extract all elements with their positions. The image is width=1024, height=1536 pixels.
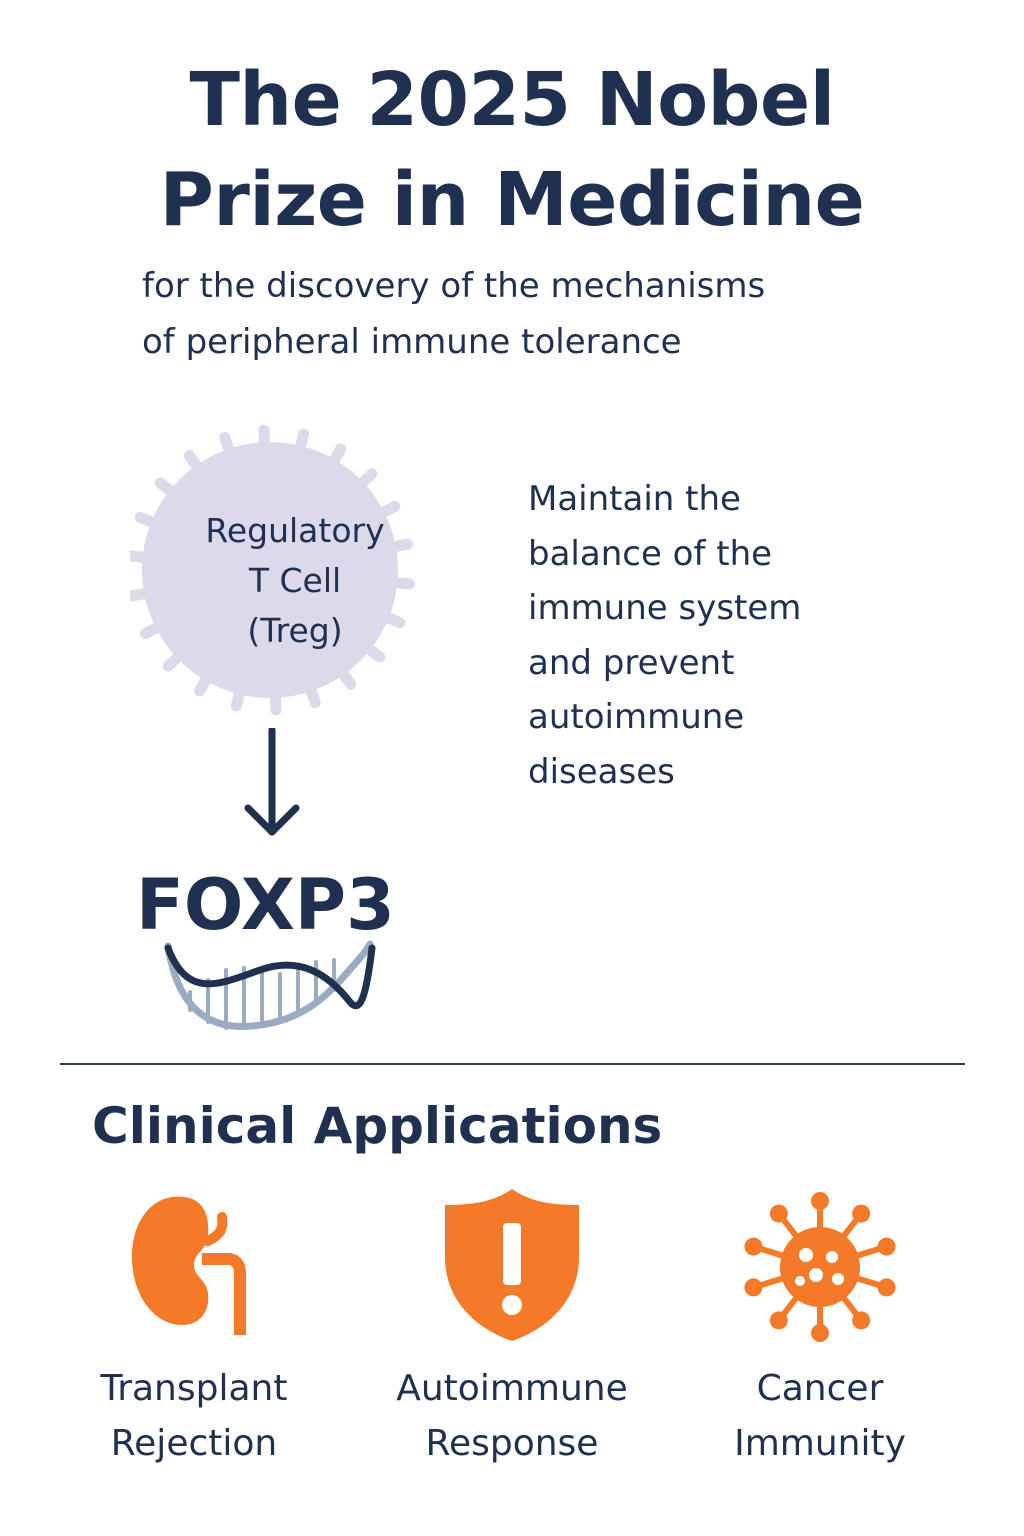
application-label: Autoimmune Response [362,1361,662,1471]
desc-line: autoimmune [528,697,745,737]
application-label: Transplant Rejection [44,1361,344,1471]
arrow-down-icon [244,728,300,836]
kidney-icon [132,1196,246,1335]
treg-cell-label: Regulatory T Cell (Treg) [130,506,460,656]
cell-label-line: T Cell [248,561,342,600]
desc-line: balance of the [528,533,773,574]
foxp3-label: FOXP3 [136,864,395,946]
application-transplant-rejection: Transplant Rejection [44,1185,344,1485]
application-label-line: Autoimmune [396,1368,628,1409]
desc-line: diseases [528,751,675,792]
application-label-line: Cancer [756,1368,884,1409]
application-label-line: Transplant [100,1368,288,1409]
clinical-applications-heading: Clinical Applications [92,1097,663,1155]
subtitle: for the discovery of the mechanisms of p… [142,258,942,370]
application-autoimmune-response: Autoimmune Response [362,1185,662,1485]
application-cancer-immunity: Cancer Immunity [670,1185,970,1485]
treg-description: Maintain the balance of the immune syste… [528,472,958,799]
title-line: Prize in Medicine [159,157,865,243]
desc-line: Maintain the [528,479,741,519]
treg-cell: Regulatory T Cell (Treg) [130,418,440,728]
cell-label-line: Regulatory [205,511,385,550]
section-divider [60,1063,965,1065]
desc-line: immune system [528,588,802,628]
title-line: The 2025 Nobel [189,57,835,143]
subtitle-line: for the discovery of the mechanisms [142,266,766,306]
page-title: The 2025 Nobel Prize in Medicine [0,50,1024,250]
subtitle-line: of peripheral immune tolerance [142,322,682,362]
application-label-line: Response [425,1423,599,1464]
virus-icon [744,1192,896,1342]
application-label-line: Immunity [734,1423,906,1464]
dna-icon [164,940,376,1030]
desc-line: and prevent [528,642,735,683]
cell-label-line: (Treg) [247,611,343,650]
shield-exclamation-icon [445,1189,579,1341]
application-label: Cancer Immunity [670,1361,970,1471]
treg-cell-icon [130,424,415,716]
application-label-line: Rejection [110,1423,278,1464]
